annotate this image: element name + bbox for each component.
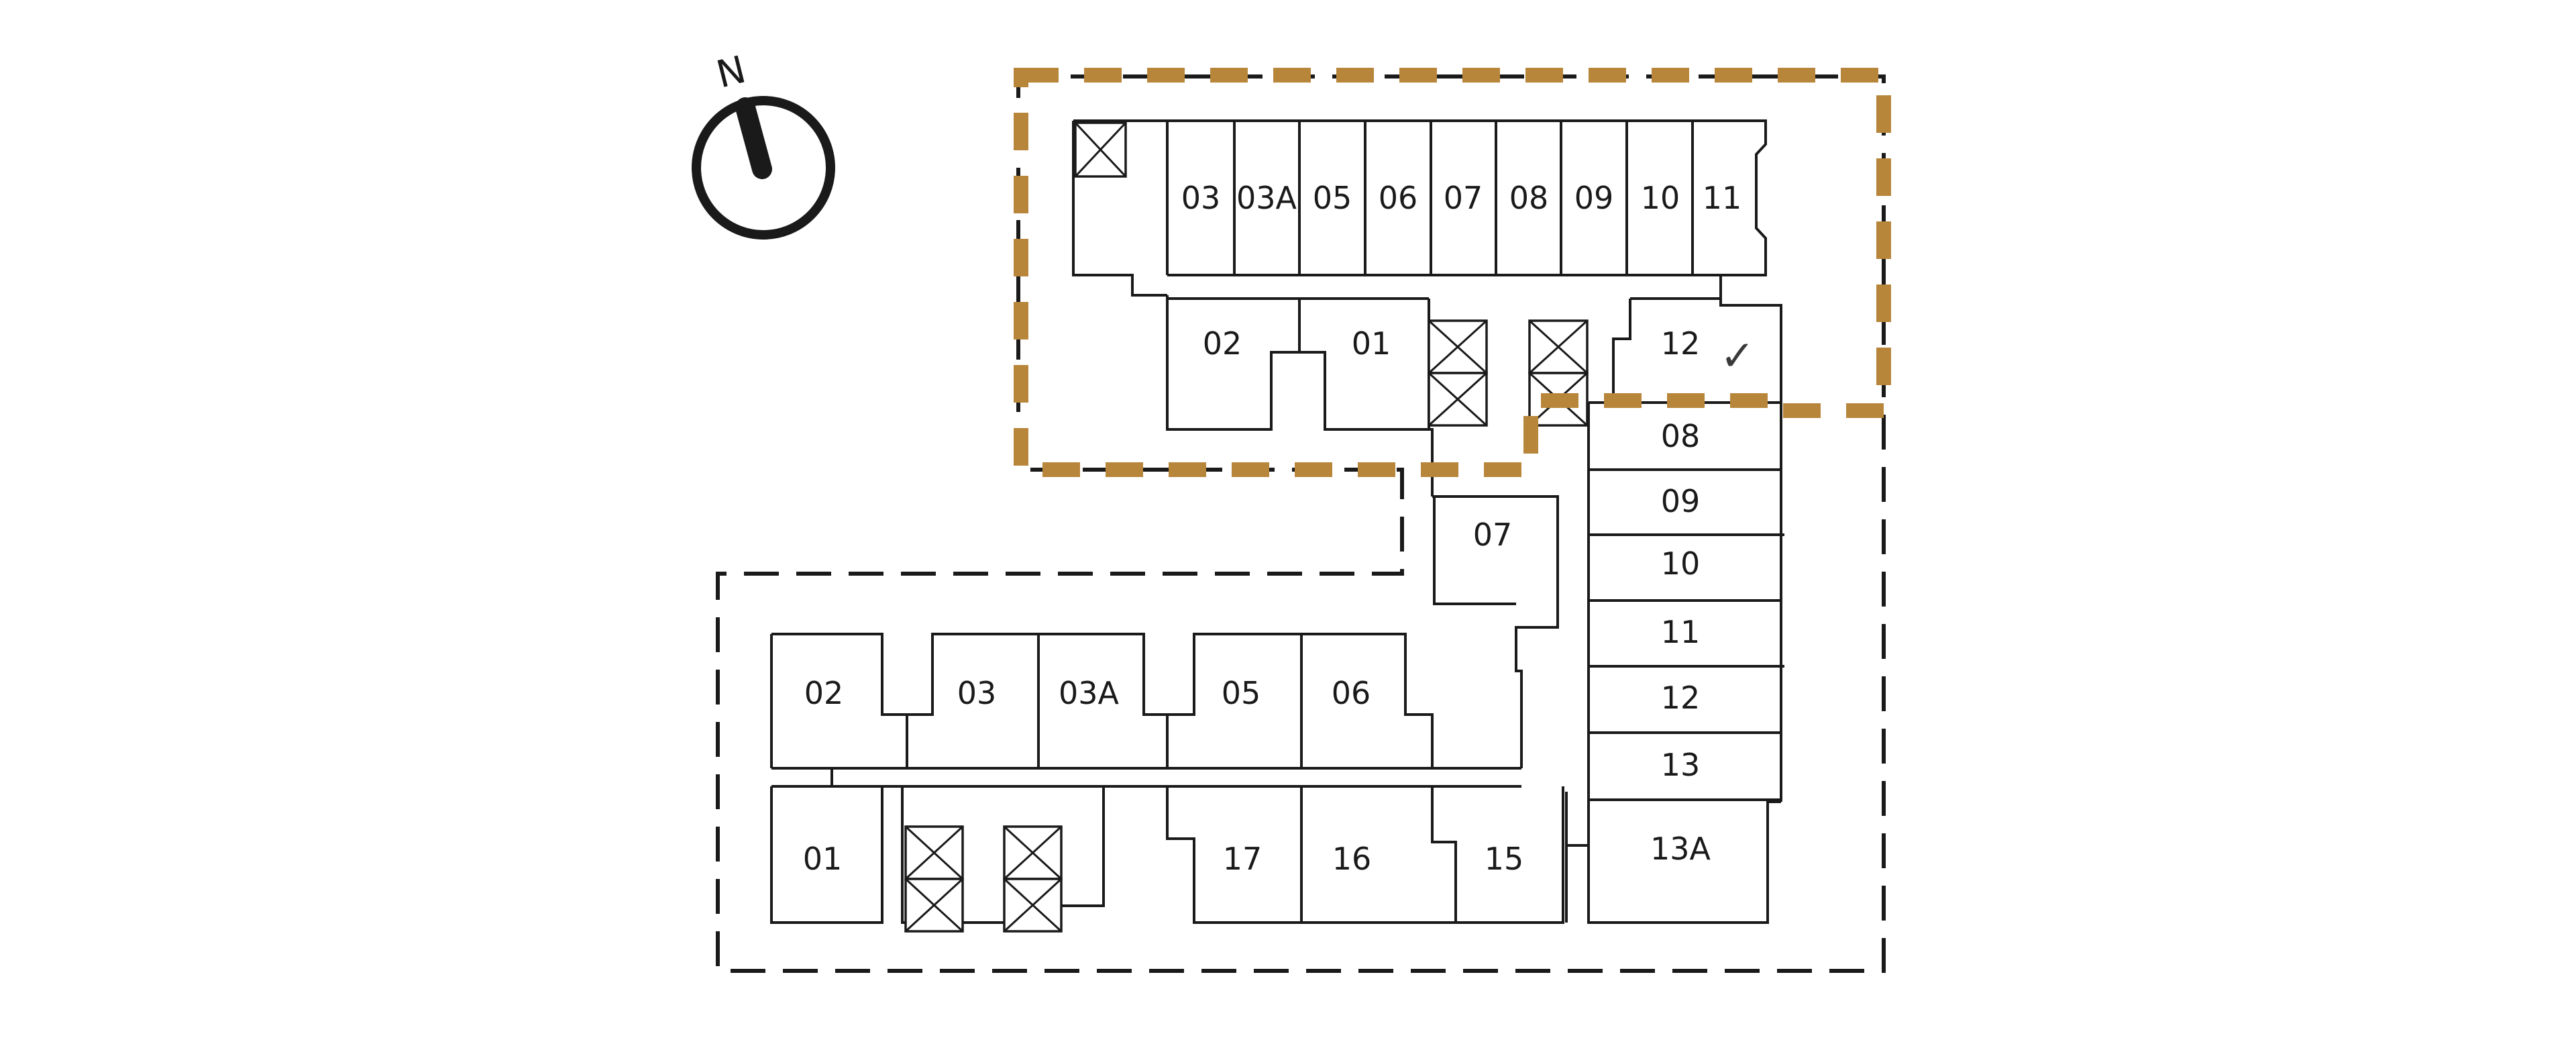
compass: N	[692, 48, 835, 240]
unit-label[interactable]: 15	[1485, 841, 1524, 877]
unit-label[interactable]: 11	[1661, 614, 1701, 650]
unit-label[interactable]: 11	[1703, 180, 1742, 216]
north-label: N	[712, 48, 750, 97]
unit-label[interactable]: 01	[1352, 325, 1391, 362]
unit-label[interactable]: 08	[1509, 180, 1549, 216]
unit-label[interactable]: 03A	[1236, 180, 1297, 216]
core-box	[1428, 372, 1488, 427]
unit-label[interactable]: 16	[1332, 841, 1372, 877]
unit-label[interactable]: 17	[1223, 841, 1263, 877]
unit-label[interactable]: 12	[1661, 680, 1701, 716]
lower-block-north-row: 02 03 03A 05 06	[804, 675, 1371, 711]
unit-label[interactable]: 06	[1332, 675, 1371, 711]
core-box	[1003, 825, 1063, 880]
unit-label[interactable]: 02	[1203, 325, 1242, 362]
upper-block-second-row: 02 01 12 ✓	[1203, 325, 1755, 380]
unit-label[interactable]: 07	[1473, 517, 1513, 553]
building-walls	[770, 119, 1784, 924]
unit-label[interactable]: 10	[1641, 180, 1680, 216]
unit-label[interactable]: 02	[804, 675, 844, 711]
core-box	[1074, 121, 1127, 178]
unit-label[interactable]: 07	[1444, 180, 1483, 216]
core-box	[904, 825, 964, 880]
unit-label[interactable]: 13A	[1650, 831, 1711, 867]
core-box	[904, 878, 964, 933]
unit-label[interactable]: 08	[1661, 418, 1701, 454]
unit-label[interactable]: 03	[957, 675, 997, 711]
unit-label[interactable]: 05	[1222, 675, 1261, 711]
unit-label[interactable]: 03A	[1059, 675, 1120, 711]
core-box	[1528, 319, 1589, 374]
unit-label[interactable]: 13	[1661, 747, 1701, 783]
unit-label[interactable]: 06	[1379, 180, 1418, 216]
east-wing-column: 08 09 10 11 12 13 13A 07	[1473, 418, 1711, 867]
north-arrow-icon	[735, 97, 772, 179]
core-box	[1428, 319, 1488, 374]
lower-block-south-row: 01 17 16 15	[803, 841, 1524, 877]
unit-label[interactable]: 05	[1313, 180, 1352, 216]
unit-label[interactable]: 03	[1181, 180, 1221, 216]
selected-section-outline	[1014, 68, 1891, 477]
core-box	[1003, 878, 1063, 933]
unit-label-selected[interactable]: 12	[1661, 325, 1701, 362]
checkmark-icon: ✓	[1720, 331, 1755, 380]
upper-block-top-row: 03 03A 05 06 07 08 09 10 11	[1181, 180, 1742, 216]
compass-ring	[692, 96, 835, 240]
unit-label[interactable]: 09	[1661, 483, 1701, 519]
unit-label[interactable]: 01	[803, 841, 843, 877]
unit-label[interactable]: 10	[1661, 545, 1701, 582]
unit-label[interactable]: 09	[1574, 180, 1614, 216]
